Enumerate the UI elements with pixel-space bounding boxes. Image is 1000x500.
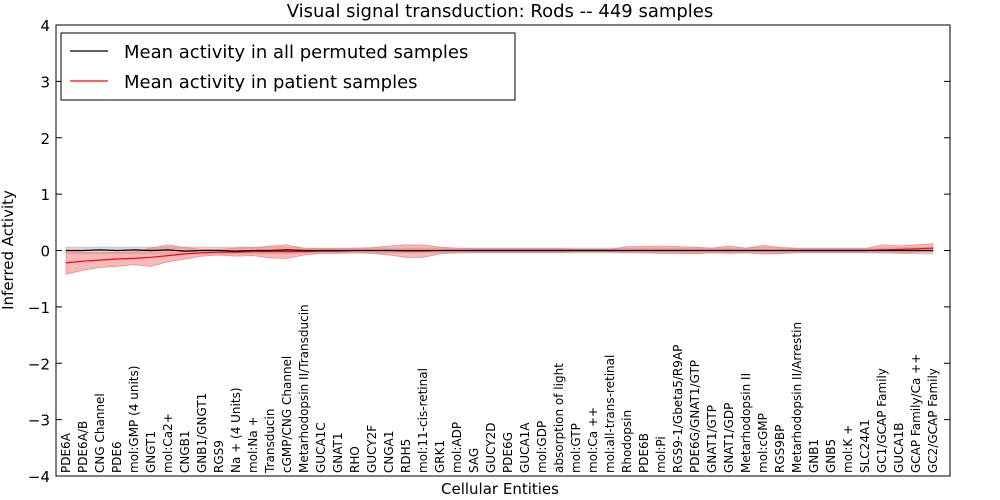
x-tick-label: mol:Pi bbox=[654, 436, 668, 473]
x-tick-label: mol:GTP bbox=[569, 423, 583, 473]
x-tick-label: GCAP Family/Ca ++ bbox=[909, 354, 923, 473]
x-tick-label: GUCA1C bbox=[314, 422, 328, 473]
x-tick-label: GC2/GCAP Family bbox=[926, 368, 940, 473]
x-tick-label: mol:all-trans-retinal bbox=[603, 355, 617, 473]
x-tick-label: PDE6G/GNAT1/GTP bbox=[688, 360, 702, 473]
x-tick-label: mol:Na + bbox=[246, 416, 260, 473]
chart-title: Visual signal transduction: Rods -- 449 … bbox=[287, 1, 714, 22]
x-tick-label: mol:GMP (4 units) bbox=[127, 366, 141, 473]
legend: Mean activity in all permuted samples Me… bbox=[60, 32, 516, 101]
x-tick-label: RGS9-1/Gbeta5/R9AP bbox=[671, 345, 685, 473]
y-tick-label: −1 bbox=[28, 299, 50, 317]
plot-area bbox=[65, 243, 934, 275]
x-tick-label: GUCA1A bbox=[518, 422, 532, 473]
x-tick-label: GRK1 bbox=[433, 440, 447, 473]
x-axis-label: Cellular Entities bbox=[441, 480, 559, 498]
x-tick-label: Metarhodopsin II/Arrestin bbox=[790, 322, 804, 473]
x-tick-label: mol:11-cis-retinal bbox=[416, 368, 430, 473]
x-tick-label: GNAT1 bbox=[331, 432, 345, 473]
x-tick-label: absorption of light bbox=[552, 363, 566, 473]
x-tick-label: GNAT1/GTP bbox=[705, 405, 719, 473]
x-tick-label: CNG Channel bbox=[93, 393, 107, 473]
x-tick-label: RHO bbox=[348, 446, 362, 473]
legend-label-permuted: Mean activity in all permuted samples bbox=[124, 42, 468, 63]
x-tick-label: SAG bbox=[467, 448, 481, 473]
y-tick-label: 4 bbox=[40, 17, 50, 35]
y-tick-label: −4 bbox=[28, 468, 50, 486]
x-tick-label: RDH5 bbox=[399, 439, 413, 473]
x-tick-label: GNB5 bbox=[824, 439, 838, 473]
x-tick-label: PDE6 bbox=[110, 441, 124, 473]
x-tick-label: PDE6A/B bbox=[76, 421, 90, 473]
x-tick-label: mol:GDP bbox=[535, 421, 549, 473]
x-tick-label: GUCA1B bbox=[892, 422, 906, 473]
x-tick-label: mol:K + bbox=[841, 425, 855, 473]
x-tick-label: Metarhodopsin II bbox=[739, 373, 753, 473]
x-tick-label: Transducin bbox=[263, 409, 277, 474]
y-axis-label: Inferred Activity bbox=[0, 190, 17, 310]
x-tick-label: GC1/GCAP Family bbox=[875, 368, 889, 473]
x-tick-label: mol:Ca ++ bbox=[586, 407, 600, 473]
x-tick-label: RGS9BP bbox=[773, 425, 787, 473]
x-tick-label: cGMP/CNG Channel bbox=[280, 356, 294, 473]
x-tick-label: CNGB1 bbox=[178, 430, 192, 473]
y-tick-label: −2 bbox=[28, 355, 50, 373]
x-tick-label: PDE6G bbox=[501, 432, 515, 473]
x-tick-label: GUCY2D bbox=[484, 423, 498, 473]
x-tick-label: GNAT1/GDP bbox=[722, 403, 736, 473]
y-tick-label: 2 bbox=[40, 130, 50, 148]
x-tick-label: GUCY2F bbox=[365, 425, 379, 473]
series-line-0 bbox=[66, 249, 933, 252]
x-tick-label: GNGT1 bbox=[144, 431, 158, 473]
y-tick-label: −3 bbox=[28, 412, 50, 430]
x-tick-label: GNB1 bbox=[807, 439, 821, 473]
x-tick-label: PDE6B bbox=[637, 433, 651, 473]
y-tick-label: 1 bbox=[40, 186, 50, 204]
legend-label-patient: Mean activity in patient samples bbox=[124, 72, 418, 93]
x-tick-label: PDE6A bbox=[59, 432, 73, 473]
x-tick-label: SLC24A1 bbox=[858, 419, 872, 473]
x-tick-label: RGS9 bbox=[212, 440, 226, 473]
x-tick-label: CNGA1 bbox=[382, 431, 396, 474]
x-tick-label: Metarhodopsin II/Transducin bbox=[297, 304, 311, 473]
legend-frame bbox=[60, 32, 516, 101]
x-tick-label: mol:ADP bbox=[450, 422, 464, 473]
y-tick-label: 3 bbox=[40, 73, 50, 91]
y-tick-label: 0 bbox=[40, 243, 50, 261]
x-tick-label: mol:Ca2+ bbox=[161, 413, 175, 473]
x-tick-label: mol:cGMP bbox=[756, 413, 770, 473]
x-tick-label: Na + (4 Units) bbox=[229, 387, 243, 473]
x-tick-label: Rhodopsin bbox=[620, 410, 634, 473]
x-tick-label: GNB1/GNGT1 bbox=[195, 393, 209, 473]
